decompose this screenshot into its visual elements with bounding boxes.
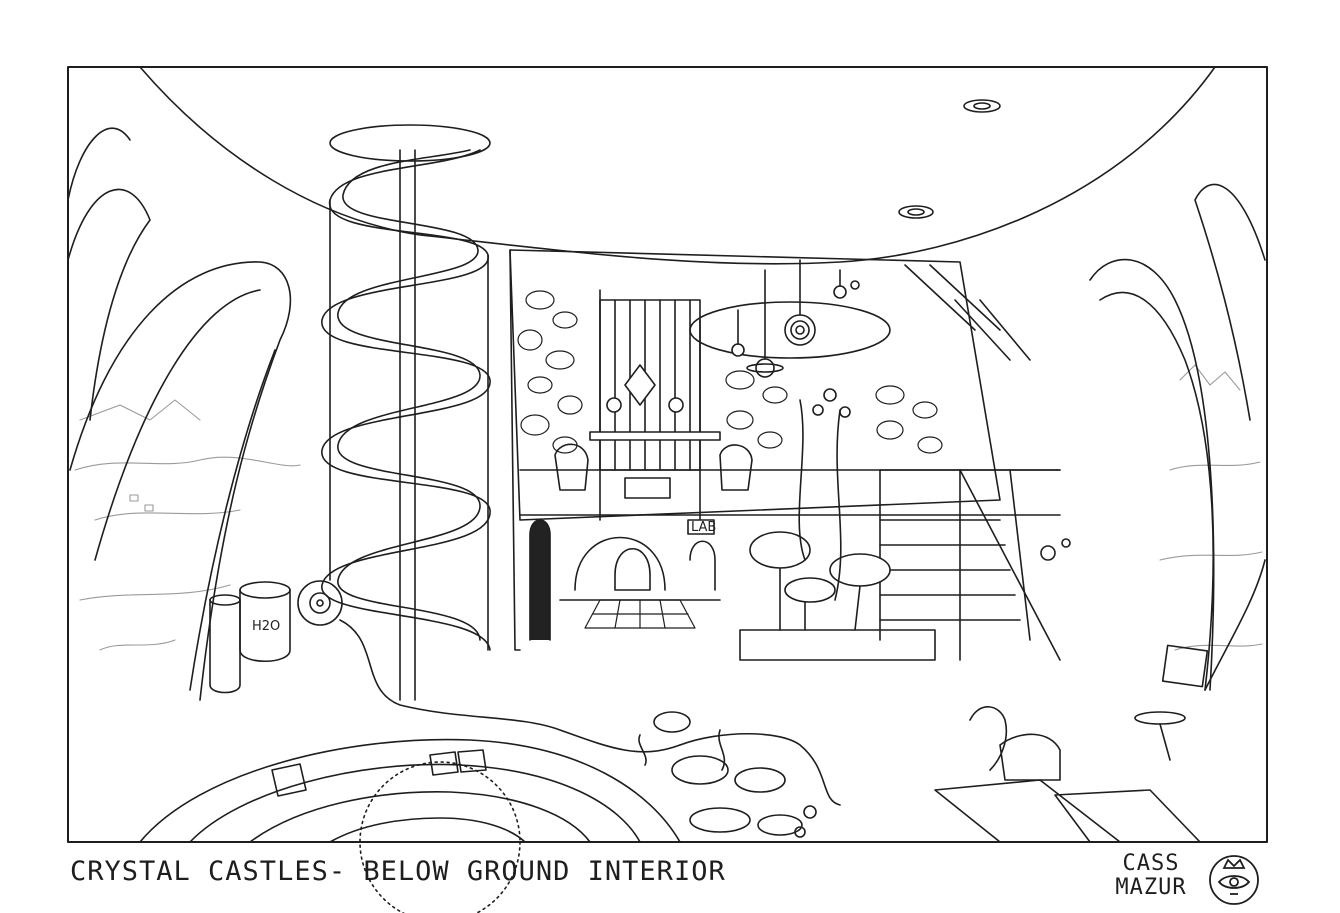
artwork-title: CRYSTAL CASTLES- BELOW GROUND INTERIOR [70,856,726,887]
bubbles [1040,538,1071,561]
right-arch-ribs [1089,183,1266,691]
artist-name: CASS MAZUR [1096,852,1206,900]
left-landscape [74,399,301,651]
artist-name-first: CASS [1122,851,1180,876]
artist-name-last: MAZUR [1115,875,1187,900]
planet-mobile [689,259,891,378]
floor-cushions [271,749,487,797]
wood-panel [589,299,721,499]
ceiling-curve [139,66,1216,265]
lab-sign-text: LAB [691,520,716,535]
left-arch-ribs [67,127,292,701]
lounge-corner [969,644,1209,781]
foreground-dais [139,738,681,913]
mushroom-garden [739,388,936,661]
foreground-plants [638,711,817,838]
spiral-staircase [321,124,491,701]
stone-wall-pattern [517,290,943,454]
eye-crown-logo [1209,855,1259,905]
floor-grid [584,599,696,629]
barrel-label: H2O [252,619,280,634]
right-stairs [879,469,1061,661]
lower-doorways [529,519,716,641]
water-barrels: H2O [209,581,291,694]
drawing-frame [67,66,1268,843]
valve-and-hose [297,580,841,806]
egg-chairs [554,443,753,491]
lab-sign: LAB [687,519,716,535]
roof-beams [904,264,1031,361]
foreground-rugs [934,779,1201,843]
ceiling-lights [898,99,1001,219]
